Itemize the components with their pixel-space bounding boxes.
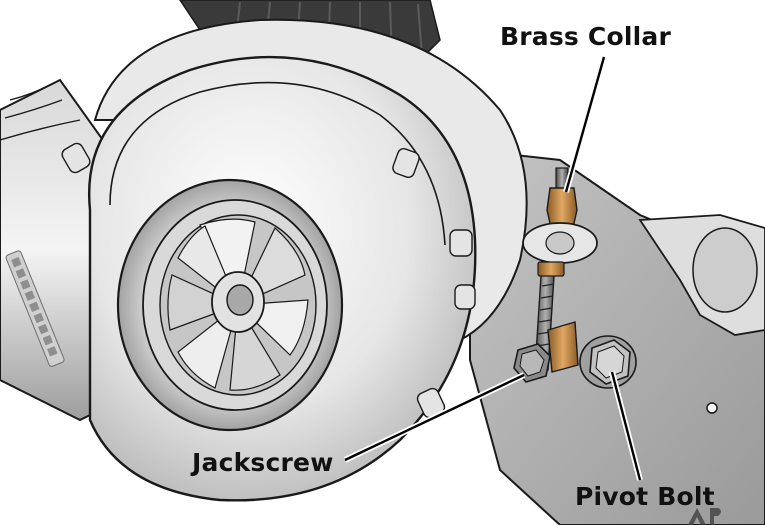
brass-jam-nut xyxy=(537,261,565,277)
brass-collar-label: Brass Collar xyxy=(500,22,671,51)
lower-clevis xyxy=(547,321,579,373)
bracket-hole xyxy=(706,402,718,414)
pipe-flange-ribs xyxy=(0,84,81,141)
impeller-nose xyxy=(226,284,254,316)
pipe-logo-emboss xyxy=(5,250,65,367)
pivot-bolt-face xyxy=(595,345,625,379)
housing-bosses xyxy=(61,142,476,419)
pivot-bolt-label: Pivot Bolt xyxy=(575,482,715,511)
housing-scroll-edge xyxy=(109,81,446,246)
idler-hub xyxy=(692,227,758,313)
brass-collar-leader-core xyxy=(564,56,606,193)
pivot-bolt-leader-core xyxy=(610,371,642,481)
corner-watermark xyxy=(688,508,721,525)
rod-end-ball xyxy=(545,231,575,255)
jackscrew-label: Jackscrew xyxy=(192,448,334,477)
jackscrew-head-face xyxy=(519,349,545,377)
jackscrew-leader-core xyxy=(344,373,525,462)
